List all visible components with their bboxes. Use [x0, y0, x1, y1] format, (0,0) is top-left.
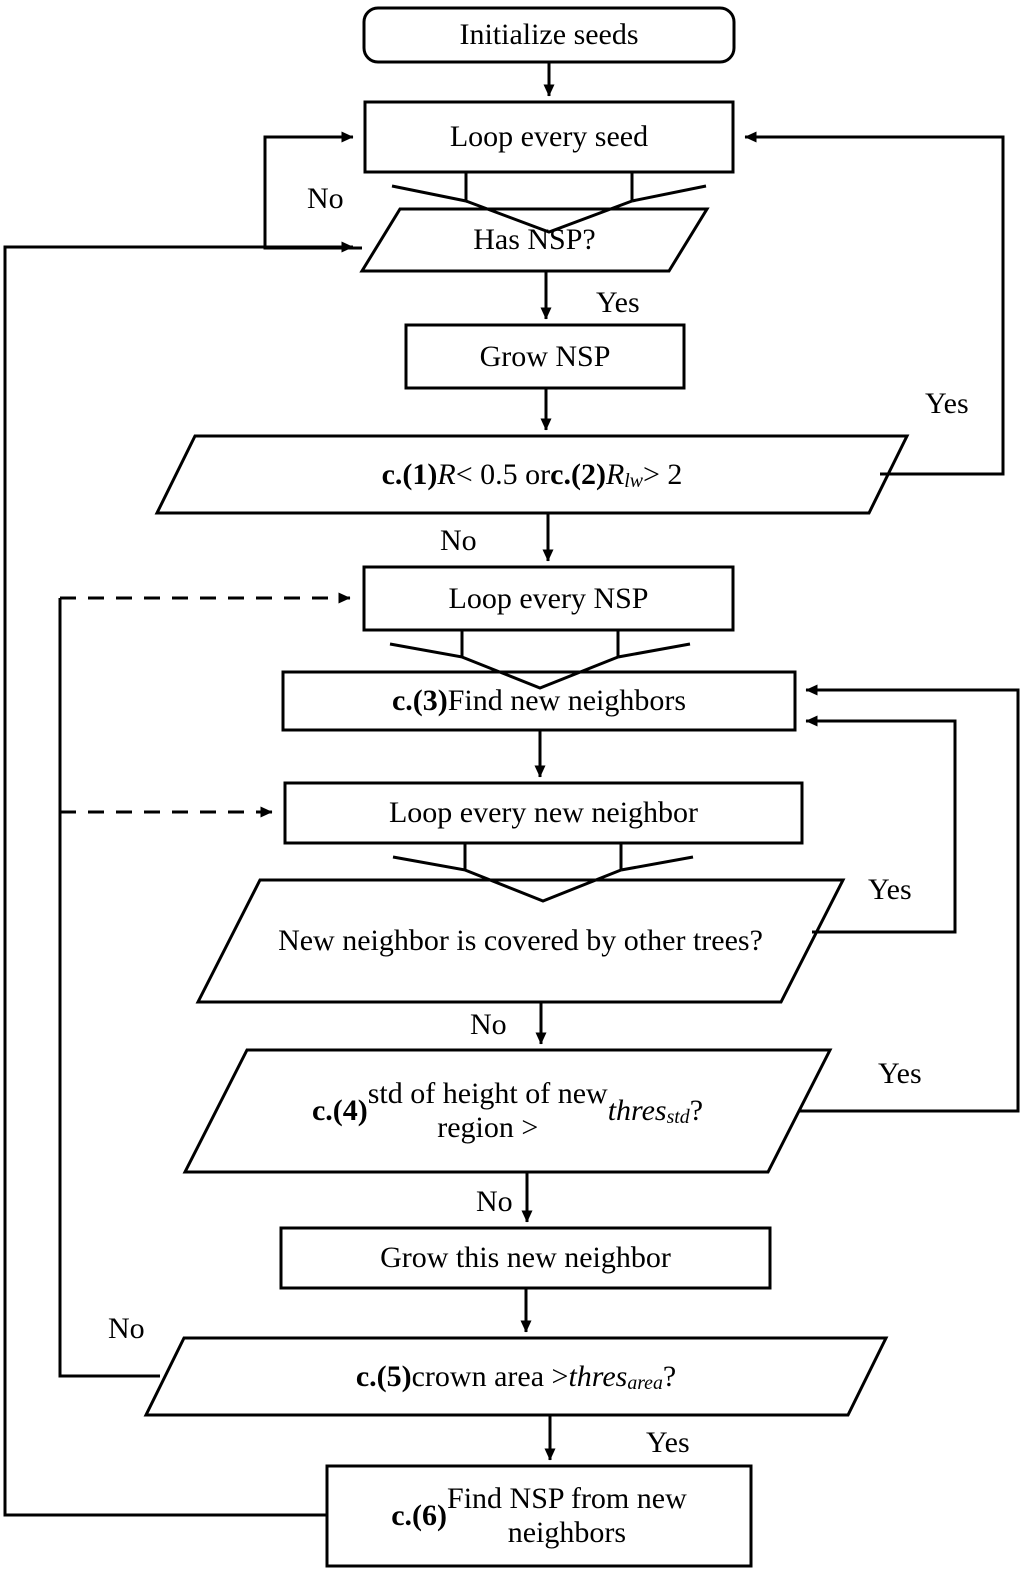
node-loop-every-new-neighbor[interactable]	[283, 781, 804, 845]
edge-cond12-yes-to-loopseed	[744, 131, 1005, 476]
node-cond-4-std-height[interactable]	[182, 1048, 833, 1174]
node-covered-by-other-trees[interactable]	[195, 878, 846, 1004]
edge-hasnsp-no-to-loopseed	[263, 131, 362, 250]
edge-cond6-to-hasnsp	[3, 241, 354, 1517]
node-has-nsp[interactable]	[359, 207, 710, 273]
node-grow-this-new-neighbor[interactable]	[279, 1226, 772, 1290]
node-cond-6-find-nsp[interactable]	[325, 1464, 753, 1568]
edge-cond4-yes-to-cond3	[799, 684, 1020, 1113]
node-cond-3-find-neighbors[interactable]	[281, 670, 797, 732]
node-grow-nsp[interactable]	[404, 323, 686, 390]
loop-notch-seed	[391, 172, 707, 234]
node-cond-1-2[interactable]	[154, 434, 910, 515]
node-loop-every-nsp[interactable]	[362, 565, 735, 632]
edge-cond5-no-spine	[58, 598, 160, 1378]
loop-notch-nsp	[389, 630, 691, 690]
loop-notch-new-neighbor	[392, 843, 694, 903]
edge-covered-yes-to-cond3	[805, 715, 957, 934]
node-initialize-seeds[interactable]	[362, 6, 736, 64]
node-loop-every-seed[interactable]	[363, 100, 735, 174]
node-cond-5-crown-area[interactable]	[143, 1336, 889, 1417]
